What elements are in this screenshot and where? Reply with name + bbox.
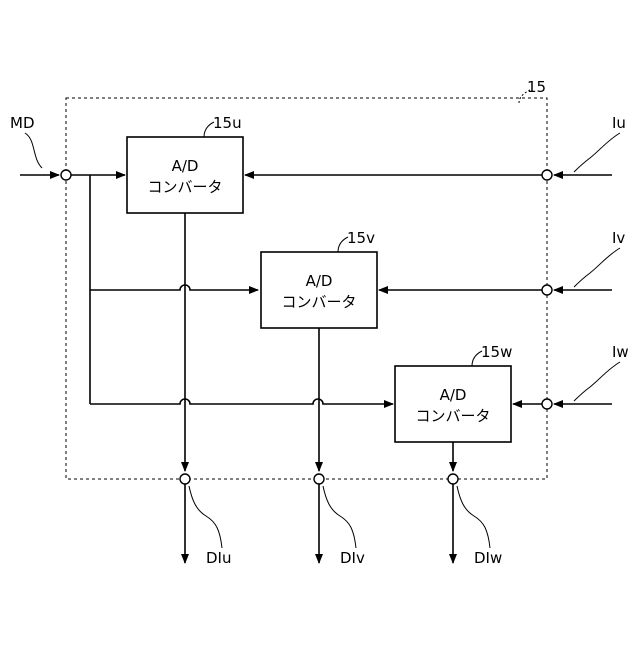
diw-terminal [448, 474, 458, 484]
converter-15w-box [395, 366, 511, 442]
converter-15u-ref: 15u [213, 114, 242, 132]
converter-15v-line1: A/D [306, 272, 333, 290]
iw-leader [574, 362, 620, 401]
iu-leader [574, 133, 620, 172]
iu-terminal [542, 170, 552, 180]
converter-15u-line1: A/D [172, 157, 199, 175]
diu-label: DIu [206, 549, 231, 567]
iv-leader [574, 248, 620, 287]
md-to-15w [90, 399, 393, 404]
div-leader [323, 486, 356, 548]
diw-label: DIw [474, 549, 502, 567]
converter-15v-box [261, 252, 377, 328]
md-terminal [61, 170, 71, 180]
md-label: MD [10, 114, 35, 132]
converter-15v-ref: 15v [347, 229, 375, 247]
md-leader [25, 133, 42, 168]
container-15-label: 15 [527, 78, 546, 96]
iu-label: Iu [612, 114, 626, 132]
converter-15w-line1: A/D [440, 386, 467, 404]
converter-15u-box [127, 137, 243, 213]
diu-terminal [180, 474, 190, 484]
converter-15v-line2: コンバータ [281, 293, 356, 311]
converter-15u-line2: コンバータ [147, 178, 222, 196]
iv-label: Iv [612, 229, 625, 247]
div-terminal [314, 474, 324, 484]
diw-leader [457, 486, 490, 548]
iw-terminal [542, 399, 552, 409]
converter-15w-ref: 15w [481, 343, 512, 361]
iw-label: Iw [612, 343, 629, 361]
md-to-15v [90, 285, 258, 290]
div-label: DIv [340, 549, 365, 567]
iv-terminal [542, 285, 552, 295]
converter-15w-line2: コンバータ [415, 407, 490, 425]
diu-leader [189, 486, 222, 548]
